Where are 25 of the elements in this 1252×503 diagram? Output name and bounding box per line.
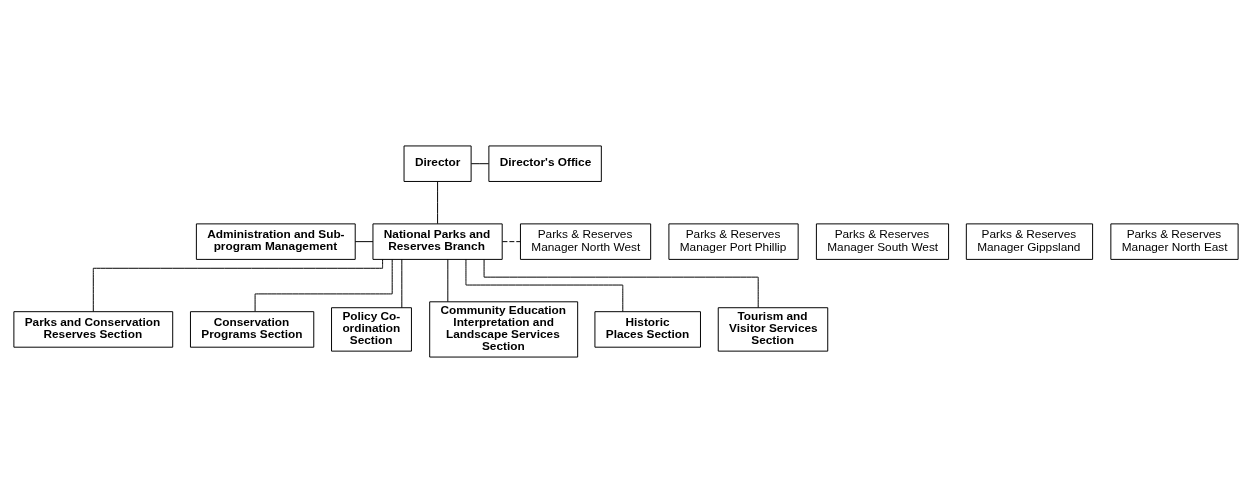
node-box: Community Education Interpretation and Landscape Services Section bbox=[429, 301, 579, 358]
connector bbox=[92, 259, 384, 312]
node-box: National Parks and Reserves Branch bbox=[372, 223, 503, 260]
node-box: Conservation Programs Section bbox=[189, 311, 315, 348]
connector bbox=[401, 258, 403, 309]
node-box: Director bbox=[403, 145, 472, 182]
node-box: Tourism and Visitor Services Section bbox=[717, 307, 829, 352]
node-box: Parks & Reserves Manager Gippsland bbox=[965, 223, 1094, 260]
node-box: Parks & Reserves Manager South West bbox=[815, 223, 950, 260]
connector bbox=[502, 241, 521, 243]
connector bbox=[483, 259, 759, 309]
connector bbox=[354, 241, 374, 243]
node-box: Parks & Reserves Manager North East bbox=[1110, 223, 1239, 260]
node-box: Policy Co-ordination Section bbox=[331, 307, 412, 352]
connector bbox=[465, 259, 624, 313]
connector bbox=[254, 259, 393, 312]
node-box: Parks and Conservation Reserves Section bbox=[13, 311, 174, 348]
node-box: Parks & Reserves Manager Port Phillip bbox=[668, 223, 799, 260]
node-box: Administration and Sub-program Management bbox=[195, 223, 356, 260]
connector bbox=[437, 181, 439, 225]
node-box: Parks & Reserves Manager North West bbox=[519, 223, 652, 260]
connector bbox=[470, 163, 490, 165]
connector bbox=[447, 258, 449, 303]
node-box: Director's Office bbox=[488, 145, 602, 182]
node-box: Historic Places Section bbox=[594, 311, 701, 348]
